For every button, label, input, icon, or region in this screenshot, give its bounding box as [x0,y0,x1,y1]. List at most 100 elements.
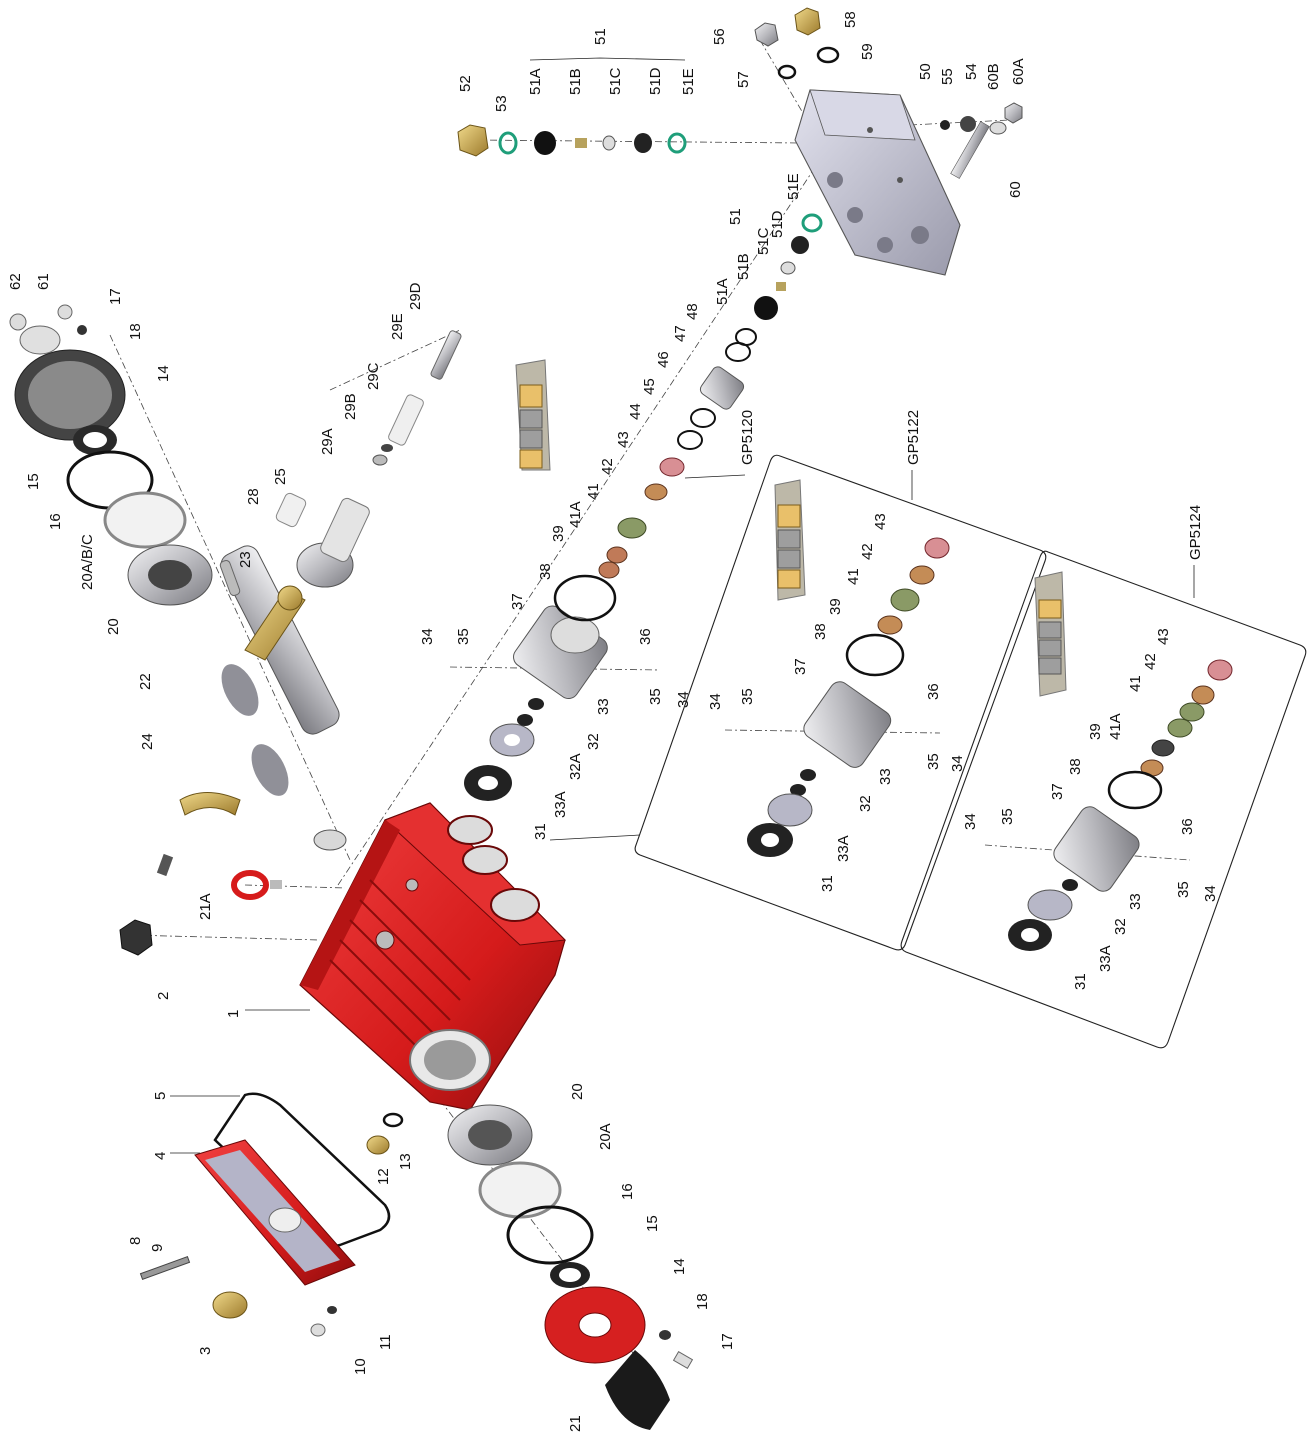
callout-13: 13 [397,1153,414,1170]
callout-51D-top: 51D [647,67,664,95]
gp5122-35a: 35 [739,688,756,705]
callout-50: 50 [917,63,934,80]
callout-1: 1 [225,1010,242,1018]
callout-2: 2 [155,992,172,1000]
callout-18-bottom: 18 [694,1293,711,1310]
gp5124-36: 36 [1179,818,1196,835]
gp5122-labels: GP5122 43 42 41 39 38 37 36 34 35 35 34 … [707,410,966,892]
callout-29D: 29D [407,282,424,310]
gp5124-32: 32 [1112,918,1129,935]
callout-20-top: 20 [105,618,122,635]
callout-51-diag: 51 [727,208,744,225]
gp5122-38: 38 [812,623,829,640]
callout-15-top: 15 [25,473,42,490]
gp5124-title: GP5124 [1187,505,1204,560]
callout-53: 53 [493,95,510,112]
callout-17-top: 17 [107,288,124,305]
callout-35a: 35 [455,628,472,645]
gp5124-35b: 35 [1175,881,1192,898]
callout-8: 8 [127,1237,144,1245]
gp5122-37: 37 [792,658,809,675]
callout-60A: 60A [1010,58,1027,85]
gp5122-33: 33 [877,768,894,785]
gp5124-34a: 34 [962,813,979,830]
callout-24: 24 [139,733,156,750]
callout-29C: 29C [365,362,382,390]
gp5122-34a: 34 [707,693,724,710]
callout-20A: 20A [597,1123,614,1150]
gp5124-35a: 35 [999,808,1016,825]
callout-57: 57 [735,71,752,88]
bearing-side-parts [366,1104,694,1430]
gp5124-38: 38 [1067,758,1084,775]
callout-22: 22 [137,673,154,690]
gp5122-43: 43 [872,513,889,530]
callout-51D-diag: 51D [769,210,786,238]
callout-20ABC: 20A/B/C [79,534,96,590]
callout-16-bottom: 16 [619,1183,636,1200]
rear-cover-assembly [139,1092,391,1337]
gp5124-42: 42 [1142,653,1159,670]
callout-44: 44 [627,403,644,420]
gp5124-31: 31 [1072,973,1089,990]
callout-39: 39 [550,525,567,542]
callout-51E-top: 51E [680,68,697,95]
manifold-block [794,89,990,276]
callout-31: 31 [532,823,549,840]
callout-20-bottom: 20 [569,1083,586,1100]
callout-34a: 34 [419,628,436,645]
gp5122-32: 32 [857,795,874,812]
callout-51A-diag: 51A [714,278,731,305]
callout-28: 28 [245,488,262,505]
callout-41A: 41A [567,501,584,528]
callout-60: 60 [1007,181,1024,198]
gp5122-42: 42 [859,543,876,560]
callout-62: 62 [7,273,24,290]
gp5124-labels: GP5124 43 42 41 41A 39 38 37 36 34 35 35… [962,505,1219,990]
callout-54: 54 [963,63,980,80]
connecting-rods [179,585,306,816]
callout-51A-top: 51A [527,68,544,95]
plunger-assembly [275,330,462,588]
callout-32: 32 [585,733,602,750]
gp5122-39: 39 [827,598,844,615]
crankcase-housing [299,802,567,1111]
callout-16-top: 16 [47,513,64,530]
gp5124-37: 37 [1049,783,1066,800]
callout-48: 48 [684,303,701,320]
gp5124-41: 41 [1127,675,1144,692]
callout-15-bottom: 15 [644,1215,661,1232]
callout-61: 61 [35,273,52,290]
gp5120-label: GP5120 [739,410,756,465]
callout-32A: 32A [567,753,584,780]
callout-58: 58 [842,11,859,28]
callout-12: 12 [375,1168,392,1185]
gp5124-33: 33 [1127,893,1144,910]
callout-35b: 35 [647,688,664,705]
callout-10: 10 [352,1358,369,1375]
gp5124-34b: 34 [1202,885,1219,902]
callout-46: 46 [655,351,672,368]
gp5122-33A: 33A [835,835,852,862]
gp5124-39: 39 [1087,723,1104,740]
callout-18-top: 18 [127,323,144,340]
callout-59: 59 [859,43,876,60]
callout-38: 38 [537,563,554,580]
callout-51B-diag: 51B [735,253,752,280]
gp5122-36: 36 [925,683,942,700]
callout-25: 25 [272,468,289,485]
callout-14-top: 14 [155,365,172,382]
callout-51-top: 51 [592,28,609,45]
callout-60B: 60B [985,63,1002,90]
callout-51C-diag: 51C [755,227,772,255]
callout-labels: 52 53 51A 51B 51C 51D 51E 51 56 57 58 59… [7,11,1027,1432]
callout-42: 42 [599,458,616,475]
callout-56: 56 [711,28,728,45]
callout-51C-top: 51C [607,67,624,95]
gp5122-parts [747,479,950,857]
variant-frames [549,454,1307,1049]
callout-4: 4 [152,1152,169,1160]
gp5124-43: 43 [1155,628,1172,645]
callout-34b: 34 [675,691,692,708]
